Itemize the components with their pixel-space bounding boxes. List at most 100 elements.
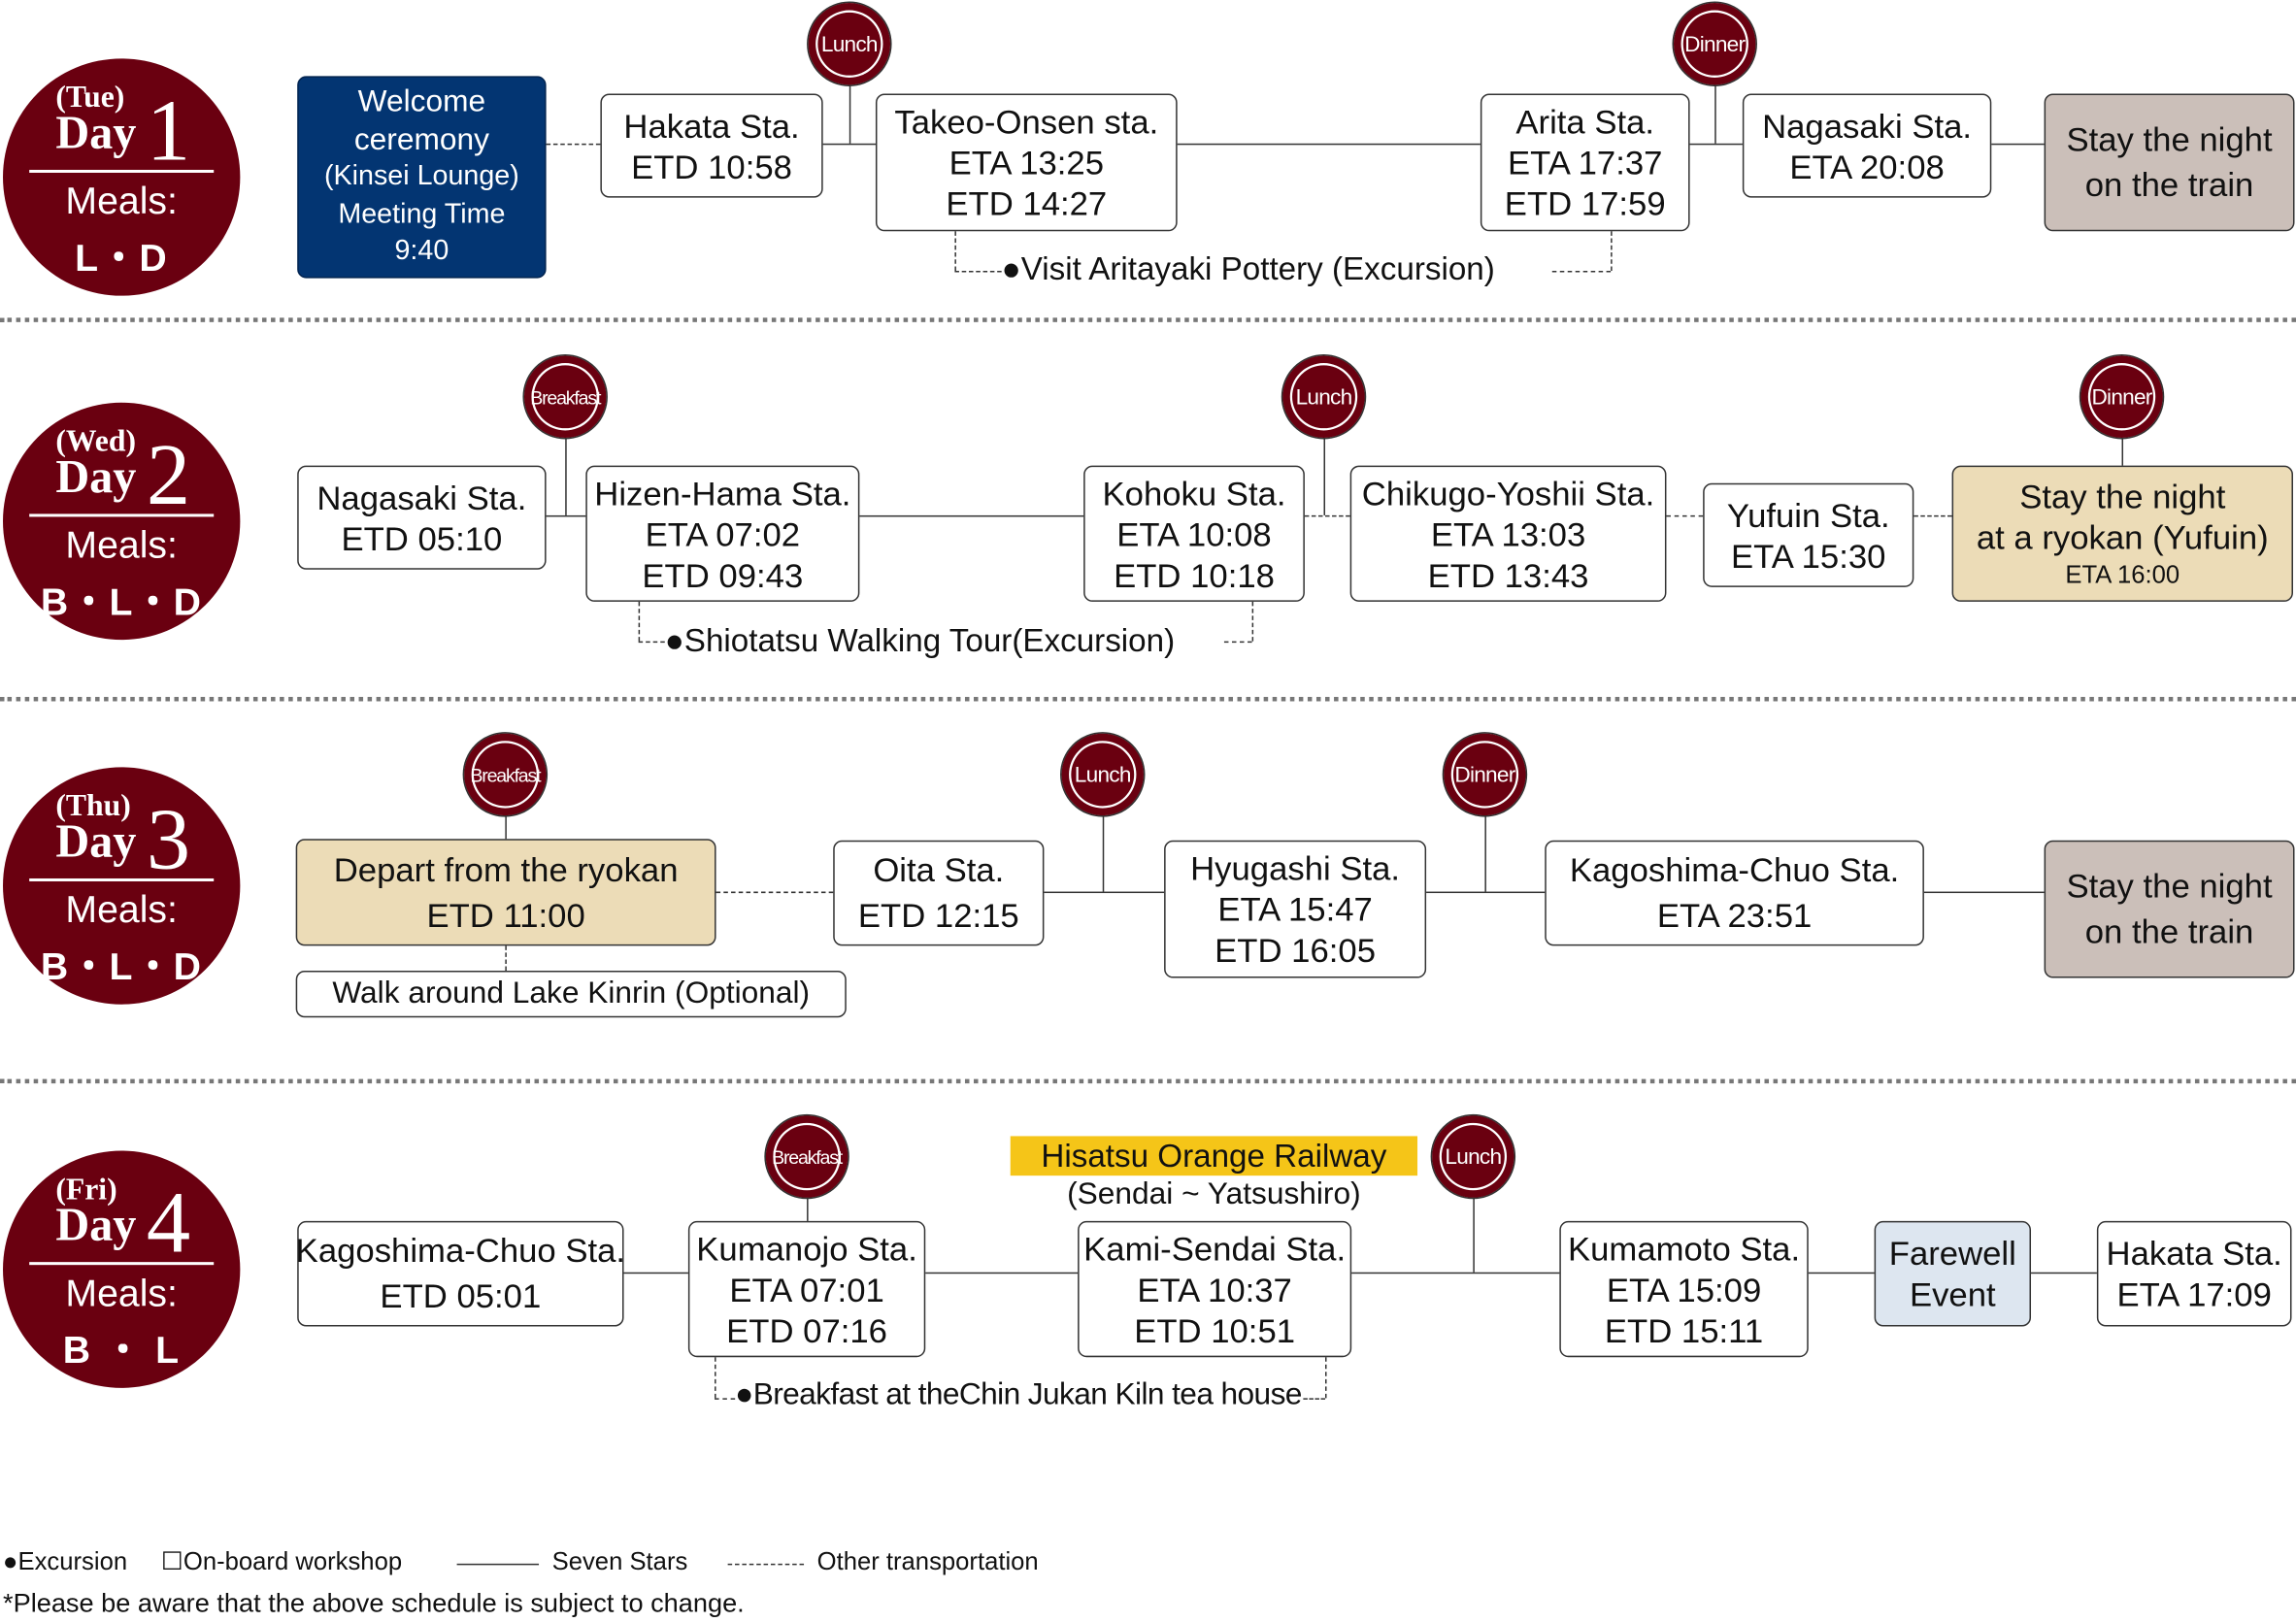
time: ETD 15:11	[1604, 1310, 1764, 1349]
other-transport-line	[546, 143, 601, 146]
day-label: Day	[55, 1197, 137, 1251]
meals-value: B・L・D	[40, 579, 203, 624]
excursion-bracket	[1551, 271, 1612, 273]
seven-stars-line	[1044, 891, 1165, 894]
depart-ryokan-box: Depart from the ryokan ETD 11:00	[295, 839, 716, 946]
time: ETA 15:47	[1217, 890, 1373, 929]
station-name: Hakata Sta.	[2106, 1234, 2282, 1273]
legend-seven-stars: Seven Stars	[551, 1547, 688, 1575]
station-kami-sendai: Kami-Sendai Sta. ETA 10:37 ETD 10:51	[1078, 1220, 1352, 1358]
station-name: Kumanojo Sta.	[696, 1229, 917, 1268]
day-2-badge: (Wed) Day 2 Meals: B・L・D	[3, 402, 241, 641]
excursion-bracket	[1303, 1398, 1326, 1400]
text: Stay the night	[2066, 119, 2273, 158]
time: ETD 09:43	[642, 555, 804, 594]
seven-stars-line	[822, 143, 876, 146]
day-separator	[0, 317, 2296, 322]
station-hizen-hama: Hizen-Hama Sta. ETA 07:02 ETD 09:43	[585, 465, 860, 602]
station-hakata: Hakata Sta. ETA 17:09	[2096, 1220, 2292, 1327]
time: ETD 10:18	[1114, 555, 1275, 594]
day-number: 3	[146, 790, 191, 888]
connector	[1323, 437, 1326, 515]
time: ETA 15:09	[1606, 1270, 1762, 1308]
other-transport-line	[1666, 514, 1704, 517]
station-name: Nagasaki Sta.	[1762, 106, 1973, 145]
stay-on-train-box: Stay the night on the train	[2044, 93, 2295, 232]
lunch-icon: Lunch	[1060, 732, 1146, 817]
day-separator	[0, 1078, 2296, 1084]
connector	[505, 815, 507, 840]
legend-solid-line	[456, 1563, 540, 1566]
time: ETD 14:27	[946, 184, 1108, 223]
excursion-bracket	[1611, 231, 1613, 272]
time: ETD 05:10	[341, 518, 503, 557]
seven-stars-line	[1177, 143, 1481, 146]
farewell-event-box: Farewell Event	[1874, 1220, 2032, 1327]
text: ceremony	[353, 122, 489, 157]
excursion-label: ●Shiotatsu Walking Tour(Excursion)	[664, 622, 1176, 659]
excursion-bracket	[715, 1398, 736, 1400]
excursion-bracket	[638, 601, 641, 642]
text: Walk around Lake Kinrin (Optional)	[332, 977, 811, 1010]
time: ETD 13:43	[1427, 555, 1589, 594]
connector	[849, 84, 851, 144]
dinner-icon: Dinner	[1672, 1, 1757, 86]
station-oita: Oita Sta. ETD 12:15	[833, 840, 1045, 946]
text: Event	[1909, 1274, 1996, 1313]
dinner-icon: Dinner	[1442, 732, 1528, 817]
station-nagasaki: Nagasaki Sta. ETA 20:08	[1742, 93, 1992, 198]
day-number: 1	[146, 82, 191, 180]
day-label: Day	[55, 813, 137, 867]
dinner-icon: Dinner	[2079, 354, 2165, 440]
time: ETD 16:05	[1215, 931, 1377, 970]
connector	[807, 1197, 809, 1221]
station-name: Oita Sta.	[873, 850, 1005, 889]
time: ETA 20:08	[1789, 147, 1945, 185]
time: ETD 10:58	[631, 147, 792, 185]
connector	[1473, 1197, 1475, 1273]
excursion-bracket	[954, 231, 956, 272]
time: ETA 15:30	[1731, 536, 1886, 576]
divider	[29, 1262, 215, 1266]
day-of-week: (Wed)	[55, 422, 137, 459]
station-name: Kami-Sendai Sta.	[1083, 1229, 1347, 1268]
time: ETD 11:00	[426, 895, 585, 934]
text: Welcome	[357, 84, 486, 119]
excursion-bracket	[1325, 1357, 1327, 1399]
text: on the train	[2084, 911, 2254, 950]
time: ETA 10:08	[1116, 514, 1272, 553]
day-3-badge: (Thu) Day 3 Meals: B・L・D	[3, 767, 241, 1005]
station-name: Hizen-Hama Sta.	[594, 473, 851, 513]
welcome-ceremony-box: Welcome ceremony (Kinsei Lounge) Meeting…	[297, 76, 547, 279]
breakfast-icon: Breakfast	[462, 732, 549, 817]
seven-stars-line	[1808, 1272, 1875, 1274]
stay-on-train-box: Stay the night on the train	[2044, 840, 2295, 978]
station-name: Arita Sta.	[1515, 102, 1655, 141]
time: ETD 12:15	[857, 896, 1019, 935]
station-takeo-onsen: Takeo-Onsen sta. ETA 13:25 ETD 14:27	[875, 93, 1178, 232]
time: ETA 10:37	[1137, 1270, 1292, 1308]
text: (Kinsei Lounge)	[324, 161, 519, 192]
excursion-bracket	[1223, 641, 1252, 644]
connector	[1714, 84, 1716, 144]
text: Depart from the ryokan	[333, 849, 679, 888]
time: ETD 17:59	[1504, 184, 1666, 223]
schedule-note: *Please be aware that the above schedule…	[3, 1588, 745, 1618]
station-kumamoto: Kumamoto Sta. ETA 15:09 ETD 15:11	[1559, 1220, 1809, 1358]
time: ETA 07:02	[645, 514, 801, 553]
station-name: Kumamoto Sta.	[1567, 1229, 1801, 1268]
excursion-bracket	[1251, 601, 1254, 642]
meals-label: Meals:	[65, 179, 178, 223]
day-number: 2	[146, 425, 191, 523]
time: ETA 17:37	[1508, 143, 1663, 182]
seven-stars-line	[925, 1272, 1079, 1274]
meals-value: B・L・D	[40, 943, 203, 989]
day-separator	[0, 696, 2296, 702]
lunch-icon: Lunch	[807, 1, 892, 86]
legend-workshop: ☐On-board workshop	[160, 1547, 403, 1575]
meals-label: Meals:	[65, 1271, 178, 1315]
day-of-week: (Tue)	[55, 79, 125, 115]
breakfast-icon: Breakfast	[522, 354, 608, 440]
station-name: Hyugashi Sta.	[1190, 848, 1401, 888]
time: ETA 16:00	[2065, 559, 2180, 588]
